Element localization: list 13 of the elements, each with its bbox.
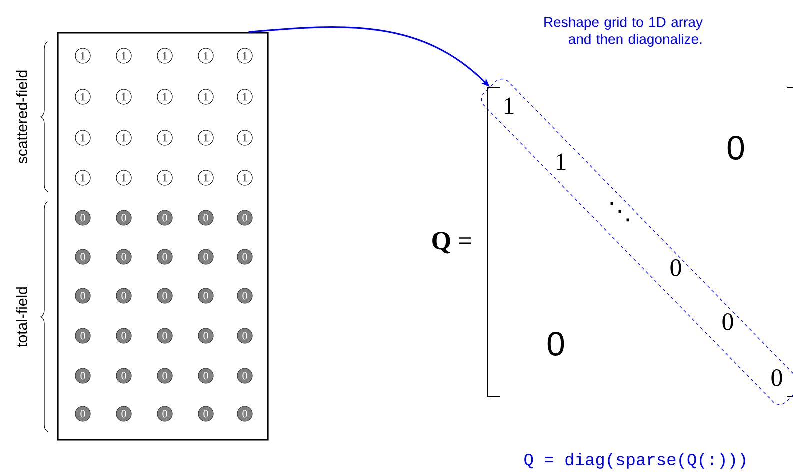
brace-label: total-field bbox=[16, 288, 28, 348]
edge-label: Reshape grid to 1D array and then diagonalize. bbox=[544, 16, 703, 48]
zero-label: 0 bbox=[548, 332, 564, 356]
matrix-entry: 1 bbox=[504, 98, 514, 114]
grid-box bbox=[57, 32, 269, 441]
matrix-entry: 0 bbox=[670, 260, 682, 276]
matrix-entry: 1 bbox=[556, 154, 566, 170]
code-line: Q = diag(sparse(Q(:))) bbox=[524, 453, 746, 469]
matrix-entry: 0 bbox=[722, 314, 734, 330]
matrix-entry: ⋱ bbox=[610, 202, 630, 222]
matrix-entry: 0 bbox=[772, 370, 782, 386]
brace-label: scattered-field bbox=[16, 70, 28, 164]
zero-label: 0 bbox=[728, 136, 744, 160]
